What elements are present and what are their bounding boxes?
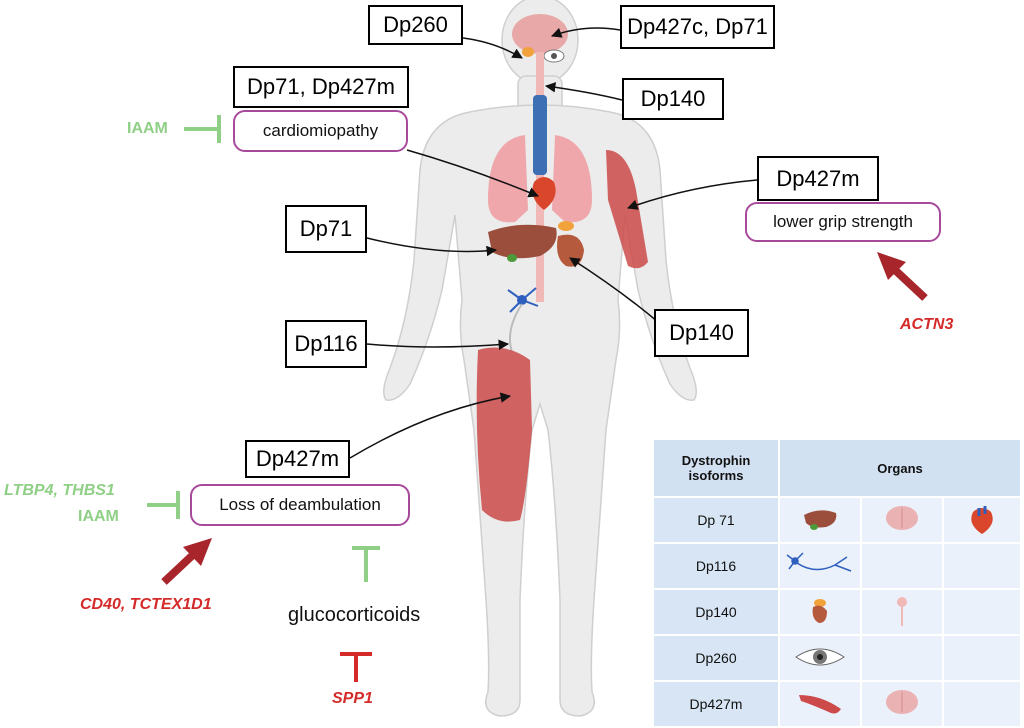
modifier-spp1: SPP1 xyxy=(332,690,373,707)
arrow-dp427m-arm xyxy=(627,179,758,210)
heart-icon xyxy=(965,502,999,539)
muscle-icon xyxy=(795,689,845,720)
arrow-dp116 xyxy=(366,339,510,350)
phenotype-cardiomyopathy: cardiomiopathy xyxy=(233,110,408,152)
arrow-cardio xyxy=(406,149,539,198)
arrow-dp71-liver xyxy=(366,237,498,257)
arrow-dp427m-leg xyxy=(349,392,512,459)
inhibition-spp1 xyxy=(340,652,372,682)
nerve-icon xyxy=(785,549,855,584)
table-row: Dp140 xyxy=(652,588,1023,636)
promotion-cd40-arrow xyxy=(161,538,212,585)
arrow-dp140-top xyxy=(544,82,623,101)
isoform-name-cell: Dp 71 xyxy=(652,496,780,544)
organ-cell xyxy=(941,634,1023,682)
adrenal-gland xyxy=(558,221,574,231)
kidney-icon xyxy=(807,595,833,630)
heart-organ xyxy=(532,177,556,210)
isoform-box-dp427m-arm: Dp427m xyxy=(757,156,879,201)
isoform-box-dp140-kidney: Dp140 xyxy=(654,309,749,357)
isoform-box-dp427c-dp71: Dp427c, Dp71 xyxy=(620,5,775,49)
organ-cell xyxy=(860,496,944,544)
modifier-iaam-cardio: IAAM xyxy=(127,120,168,137)
isoform-name-cell: Dp116 xyxy=(652,542,780,590)
isoform-box-dp427m-leg: Dp427m xyxy=(245,440,350,478)
organ-cell xyxy=(941,680,1023,728)
trachea xyxy=(533,95,547,175)
organ-cell xyxy=(860,680,944,728)
organ-cell xyxy=(941,542,1023,590)
organ-cell xyxy=(778,496,862,544)
inhibition-deambulation xyxy=(147,491,180,519)
liver-icon xyxy=(800,505,840,536)
organ-cell xyxy=(860,634,944,682)
organ-cell xyxy=(778,542,862,590)
organ-cell xyxy=(778,588,862,636)
table-row: Dp260 xyxy=(652,634,1023,682)
isoform-name-cell: Dp140 xyxy=(652,588,780,636)
eye-organ xyxy=(543,49,565,63)
table-row: Dp427m xyxy=(652,680,1023,728)
modifier-iaam-deambulation: IAAM xyxy=(78,508,119,525)
organ-cell xyxy=(778,680,862,728)
organ-cell xyxy=(941,588,1023,636)
promotion-actn3-arrow xyxy=(877,252,928,301)
isoform-box-dp71-liver: Dp71 xyxy=(285,205,367,253)
isoform-arrows xyxy=(349,27,758,459)
spinal-cord xyxy=(536,52,544,302)
arm-muscle xyxy=(606,150,648,269)
table-header-organs: Organs xyxy=(777,438,1023,498)
table-row: Dp116 xyxy=(652,542,1023,590)
isoform-box-dp140-brain: Dp140 xyxy=(622,78,724,120)
inhibition-glucocorticoids xyxy=(352,546,380,582)
brain-icon xyxy=(882,688,922,721)
phenotype-loss-of-deambulation: Loss of deambulation xyxy=(190,484,410,526)
inhibition-cardio xyxy=(184,115,221,143)
brain-organ xyxy=(512,14,568,57)
isoform-name-cell: Dp260 xyxy=(652,634,780,682)
eye-icon xyxy=(792,643,848,674)
organ-cell xyxy=(860,588,944,636)
gallbladder xyxy=(507,254,517,262)
brain-icon xyxy=(882,504,922,537)
isoform-box-dp260: Dp260 xyxy=(368,5,463,45)
phenotype-grip-strength: lower grip strength xyxy=(745,202,941,242)
treatment-glucocorticoids: glucocorticoids xyxy=(288,604,421,626)
arrow-dp260 xyxy=(462,37,523,59)
liver-organ xyxy=(488,224,557,259)
lungs xyxy=(488,135,592,223)
organ-cell xyxy=(860,542,944,590)
leg-muscles xyxy=(476,347,532,522)
organ-cell xyxy=(778,634,862,682)
isoform-name-cell: Dp427m xyxy=(652,680,780,728)
table-row: Dp 71 xyxy=(652,496,1023,544)
modifier-actn3: ACTN3 xyxy=(900,316,954,333)
modifier-ltbp4-thbs1: LTBP4, THBS1 xyxy=(4,482,115,499)
isoform-box-dp116: Dp116 xyxy=(285,320,367,368)
arrow-dp140-kidney xyxy=(569,257,659,323)
neuron xyxy=(507,287,539,353)
table-header-isoforms: Dystrophin isoforms xyxy=(652,438,780,498)
spinal-cord-icon xyxy=(892,594,912,631)
arrow-dp427c-dp71 xyxy=(551,27,621,38)
modifier-cd40-tctex1d1: CD40, TCTEX1D1 xyxy=(80,596,212,613)
organ-cell xyxy=(941,496,1023,544)
isoform-box-dp71-dp427m: Dp71, Dp427m xyxy=(233,66,409,108)
